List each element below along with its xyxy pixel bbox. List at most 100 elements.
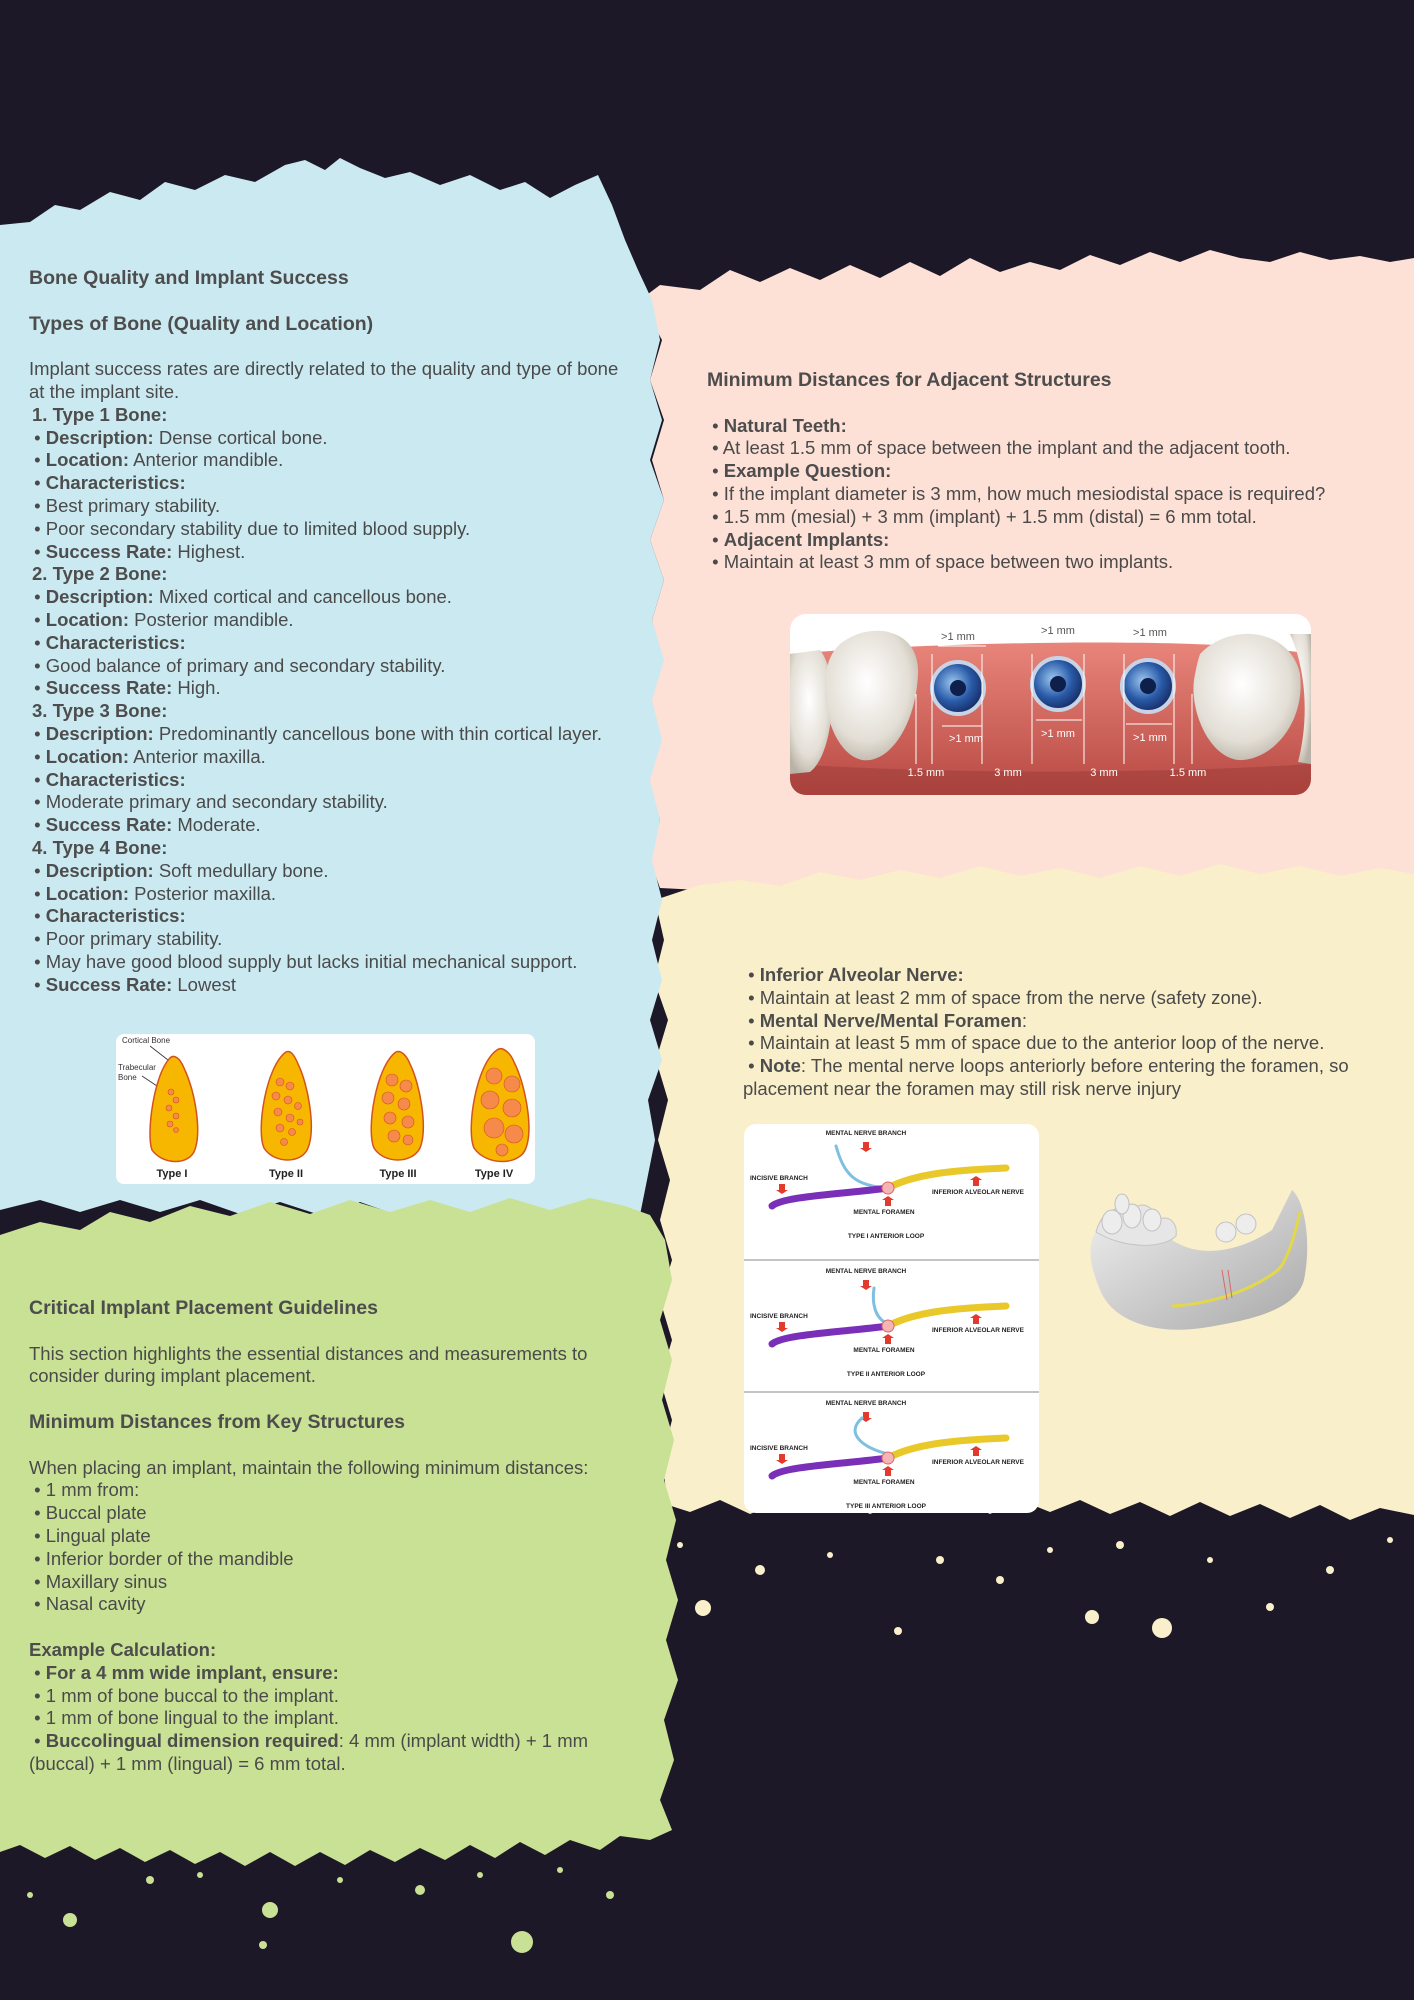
placement-item: • 1 mm from: — [29, 1479, 140, 1501]
inferior-alveolar-nerve-label: INFERIOR ALVEOLAR NERVE — [932, 1459, 1025, 1466]
incisive-branch-line — [768, 1322, 892, 1348]
bone-location-value: Anterior maxilla. — [133, 745, 266, 767]
natural-teeth-heading: • Natural Teeth: — [707, 414, 847, 436]
placement-item: • Lingual plate — [29, 1524, 151, 1546]
bone-characteristics-label: Characteristics: — [45, 631, 186, 653]
example-items-list: • 1 mm of bone buccal to the implant. • … — [29, 1685, 629, 1731]
adjacent-implants-heading: • Adjacent Implants: — [707, 528, 890, 550]
bone-success-rate-label: Success Rate: — [45, 677, 173, 699]
bone-description-value: Mixed cortical and cancellous bone. — [158, 586, 452, 608]
bone-quality-section: Bone Quality and Implant Success Types o… — [29, 267, 619, 997]
buccolingual-text: • Buccolingual dimension required: 4 mm … — [29, 1730, 589, 1774]
bone-success-rate-label: Success Rate: — [45, 973, 173, 995]
mental-foramen-arrow — [882, 1466, 894, 1476]
placement-title: Critical Implant Placement Guidelines — [29, 1297, 378, 1319]
bone-description-value: Predominantly cancellous bone with thin … — [158, 722, 603, 744]
bone-location-label: Location: — [45, 745, 130, 767]
bone-description-value: Soft medullary bone. — [158, 859, 329, 881]
adjacent-structures-section: Minimum Distances for Adjacent Structure… — [707, 369, 1387, 574]
bone-type-heading: 1. Type 1 Bone: — [32, 403, 168, 425]
mental-branch-arrow — [860, 1142, 872, 1152]
placement-item-value: 1 mm from: — [45, 1479, 140, 1501]
bone-description-label: Description: — [45, 722, 154, 744]
bone-location-value: Anterior mandible. — [133, 449, 284, 471]
bone-description-label: Description: — [45, 586, 154, 608]
bone-location-label: Location: — [45, 608, 130, 630]
bone-success-rate-label: Success Rate: — [45, 540, 173, 562]
spacing-label-top-1: >1 mm — [941, 631, 975, 643]
incisive-branch-line — [768, 1454, 892, 1480]
mental-foramen-marker — [881, 1319, 895, 1333]
bone-success-rate-value: Lowest — [177, 973, 237, 995]
incisive-branch-arrow — [776, 1322, 788, 1332]
natural-teeth-text: • At least 1.5 mm of space between the i… — [707, 437, 1291, 459]
type-i-label: Type I — [157, 1168, 188, 1180]
inferior-alveolar-nerve-line — [884, 1302, 1010, 1330]
placement-intro: This section highlights the essential di… — [29, 1342, 588, 1387]
bone-type-heading: 3. Type 3 Bone: — [32, 700, 168, 722]
bone-description: • Description: Predominantly cancellous … — [29, 722, 603, 744]
bone-characteristic-value: Poor primary stability. — [45, 928, 223, 950]
spacing-label-low-1: >1 mm — [949, 733, 983, 745]
green-panel — [0, 1198, 678, 1866]
placement-item-value: Maxillary sinus — [45, 1570, 168, 1592]
bone-description: • Description: Dense cortical bone. — [29, 426, 328, 448]
placement-section: Critical Implant Placement Guidelines Th… — [29, 1297, 629, 1776]
mental-foramen-label: MENTAL FORAMEN — [853, 1209, 914, 1216]
bone-characteristic-value: Moderate primary and secondary stability… — [45, 791, 388, 813]
bone-characteristic-value: May have good blood supply but lacks ini… — [45, 950, 578, 972]
example-item: • 1 mm of bone lingual to the implant. — [29, 1707, 339, 1729]
spacing-label-top-3: >1 mm — [1133, 627, 1167, 639]
placement-item-value: Inferior border of the mandible — [45, 1547, 294, 1569]
incisive-branch-label: INCISIVE BRANCH — [750, 1175, 808, 1182]
peach-panel — [640, 250, 1414, 900]
example-item-value: 1 mm of bone buccal to the implant. — [45, 1684, 339, 1706]
mental-branch-arrow — [860, 1412, 872, 1422]
placement-item-value: Lingual plate — [45, 1524, 151, 1546]
bone-characteristics-label: Characteristics: — [45, 768, 186, 790]
example-question-text: • If the implant diameter is 3 mm, how m… — [707, 482, 1326, 504]
mental-nerve-branch-label: MENTAL NERVE BRANCH — [826, 1130, 907, 1137]
mental-foramen-label: MENTAL FORAMEN — [853, 1347, 914, 1354]
bone-description-value: Dense cortical bone. — [158, 426, 328, 448]
note-text: • Note: The mental nerve loops anteriorl… — [743, 1055, 1349, 1099]
mental-nerve-branch-label: MENTAL NERVE BRANCH — [826, 1268, 907, 1275]
mental-foramen-label: MENTAL FORAMEN — [853, 1479, 914, 1486]
bone-type-heading: 2. Type 2 Bone: — [32, 563, 168, 585]
bone-title: Bone Quality and Implant Success — [29, 267, 349, 289]
incisive-branch-arrow — [776, 1184, 788, 1194]
example-item: • 1 mm of bone buccal to the implant. — [29, 1684, 339, 1706]
mental-foramen-arrow — [882, 1334, 894, 1344]
bone-location-label: Location: — [45, 882, 130, 904]
bone-characteristic-value: Poor secondary stability due to limited … — [45, 517, 471, 539]
cortical-bone-label: Cortical Bone — [122, 1036, 171, 1045]
bone-success-rate-label: Success Rate: — [45, 814, 173, 836]
anterior-loop-figure: MENTAL NERVE BRANCH INCISIVE BRANCH INFERI… — [744, 1124, 1039, 1513]
example-item-value: 1 mm of bone lingual to the implant. — [45, 1707, 339, 1729]
example-question-heading: • Example Question: — [707, 460, 892, 482]
anterior-loop-label: TYPE II ANTERIOR LOOP — [847, 1371, 926, 1378]
type-ii-label: Type II — [269, 1168, 303, 1180]
example-answer-text: • 1.5 mm (mesial) + 3 mm (implant) + 1.5… — [707, 505, 1257, 527]
adjacent-implants-text: • Maintain at least 3 mm of space betwee… — [707, 551, 1174, 573]
green-splatter — [27, 1867, 614, 1953]
spacing-label-low-3: >1 mm — [1133, 732, 1167, 744]
blue-panel — [0, 158, 664, 1220]
inferior-alveolar-arrow — [970, 1314, 982, 1324]
bone-subtitle: Types of Bone (Quality and Location) — [29, 312, 374, 335]
bone-characteristic: • May have good blood supply but lacks i… — [29, 950, 578, 972]
inferior-alveolar-nerve-label: INFERIOR ALVEOLAR NERVE — [932, 1189, 1025, 1196]
placement-item: • Inferior border of the mandible — [29, 1547, 294, 1569]
bone-location: • Location: Posterior maxilla. — [29, 882, 277, 904]
mental-foramen-marker — [881, 1451, 895, 1465]
spacing-label-bottom-3: 3 mm — [1090, 767, 1118, 779]
bone-location: • Location: Anterior mandible. — [29, 449, 284, 471]
bone-location-value: Posterior mandible. — [134, 608, 294, 630]
inferior-alveolar-arrow — [970, 1176, 982, 1186]
placement-lead: When placing an implant, maintain the fo… — [29, 1456, 589, 1478]
type-iv-label: Type IV — [475, 1168, 514, 1180]
spacing-label-bottom-1: 1.5 mm — [908, 767, 945, 779]
example-title: Example Calculation: — [29, 1638, 217, 1660]
